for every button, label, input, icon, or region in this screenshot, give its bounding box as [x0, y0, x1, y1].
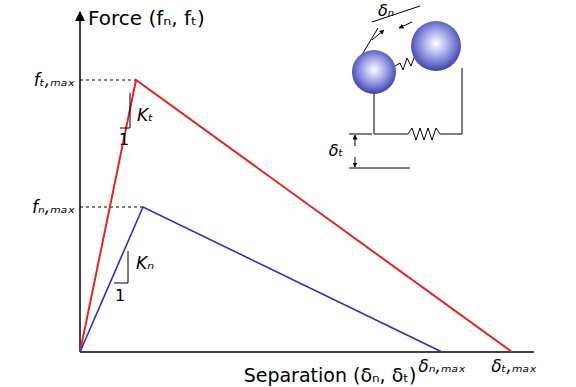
slope-unit: 1 — [115, 287, 125, 305]
axis-tick-label: fₜ,ₘₐₓ — [34, 71, 75, 90]
slope-label: Kₙ — [136, 254, 154, 273]
tangential-curve — [80, 80, 512, 352]
axes — [80, 12, 534, 352]
axis-title: Force (fₙ, fₜ) — [88, 7, 205, 29]
spring-inset — [349, 6, 462, 168]
guide-lines — [80, 80, 143, 207]
axis-tick-label: δₙ,ₘₐₓ — [418, 357, 465, 376]
particle — [352, 50, 396, 94]
axis-title: Separation (δₙ, δₜ) — [244, 365, 417, 386]
slope-label: Kₜ — [137, 106, 153, 125]
normal-curve — [80, 207, 442, 352]
dimension-label: δₜ — [329, 142, 344, 160]
dimension-label: δₙ — [378, 2, 394, 20]
slope-unit: 1 — [119, 131, 129, 149]
particle — [411, 21, 461, 71]
slope-triangles — [114, 93, 130, 283]
axis-tick-label: δₜ,ₘₐₓ — [491, 357, 537, 376]
axis-tick-label: fₙ,ₘₐₓ — [32, 198, 75, 217]
